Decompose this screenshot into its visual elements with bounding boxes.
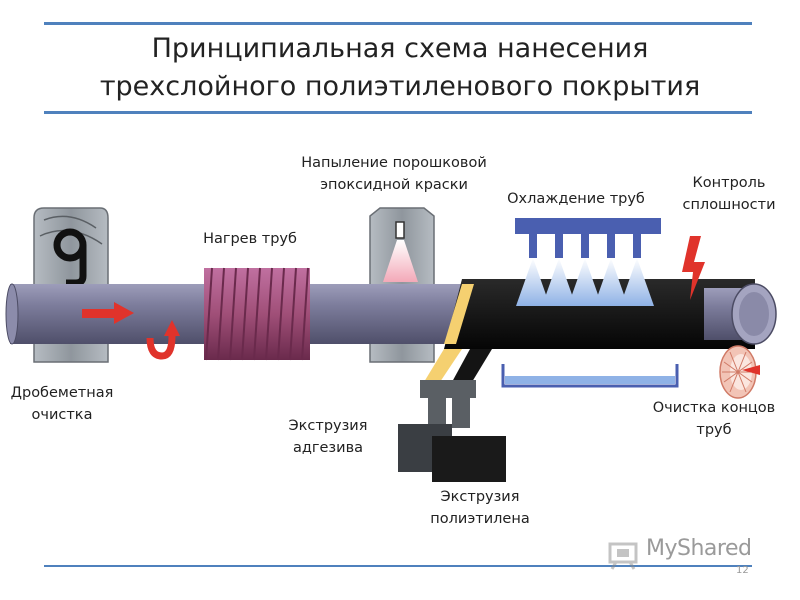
- rotation-arrow-icon: [146, 320, 180, 360]
- extruders: [398, 349, 506, 482]
- shot-blast-label: Дробеметная очистка: [4, 382, 120, 426]
- continuity-control-label-line-1: Контроль: [692, 175, 766, 191]
- polyethylene-extrusion-label-line-1: Экструзия: [440, 489, 520, 505]
- adhesive-extrusion-label-line-1: Экструзия: [288, 418, 368, 434]
- turbine-icon: [53, 228, 87, 287]
- shot-blast-label-line-1: Дробеметная: [10, 385, 114, 401]
- adhesive-extrusion-label: Экструзия адгезива: [262, 415, 394, 459]
- title-line-2: трехслойного полиэтиленового покрытия: [99, 71, 701, 102]
- cooling-sprayers: [515, 218, 661, 306]
- footer-rule: [44, 565, 752, 567]
- end-cleaning-label-line-2: труб: [696, 422, 732, 438]
- epoxy-spray-label: Напыление порошковой эпоксидной краски: [278, 152, 510, 196]
- title-rule: [44, 111, 752, 114]
- lightning-icon: [682, 236, 705, 300]
- continuity-control-label-line-2: сплошности: [682, 197, 776, 213]
- cooling-label: Охлаждение труб: [507, 191, 645, 207]
- top-rule: [44, 22, 752, 25]
- watermark-logo-icon: [608, 542, 638, 570]
- continuity-control-label: Контроль сплошности: [670, 172, 788, 216]
- adhesive-extrusion-label-line-2: адгезива: [292, 440, 363, 456]
- heating-label: Нагрев труб: [203, 231, 297, 247]
- polyethylene-extrusion-label: Экструзия полиэтилена: [412, 486, 548, 530]
- watermark-text: MyShared: [646, 536, 752, 561]
- heater-coil: [204, 267, 310, 361]
- epoxy-spray-label-line-1: Напыление порошковой: [301, 155, 487, 171]
- end-cleaning-brush: [719, 345, 760, 399]
- title-line-1: Принципиальная схема нанесения: [151, 33, 649, 64]
- page-title: Принципиальная схема нанесения трехслойн…: [40, 30, 760, 106]
- feed-arrow-icon: [82, 302, 134, 324]
- epoxy-spray-label-line-2: эпоксидной краски: [320, 177, 468, 193]
- page-number: 12: [736, 565, 749, 576]
- polyethylene-extrusion-label-line-2: полиэтилена: [430, 511, 530, 527]
- end-cleaning-label-line-1: Очистка концов: [652, 400, 776, 416]
- water-trough: [501, 364, 679, 388]
- shot-blast-label-line-2: очистка: [31, 407, 93, 423]
- pipe-end: [704, 283, 777, 345]
- end-cleaning-label: Очистка концов труб: [640, 397, 788, 441]
